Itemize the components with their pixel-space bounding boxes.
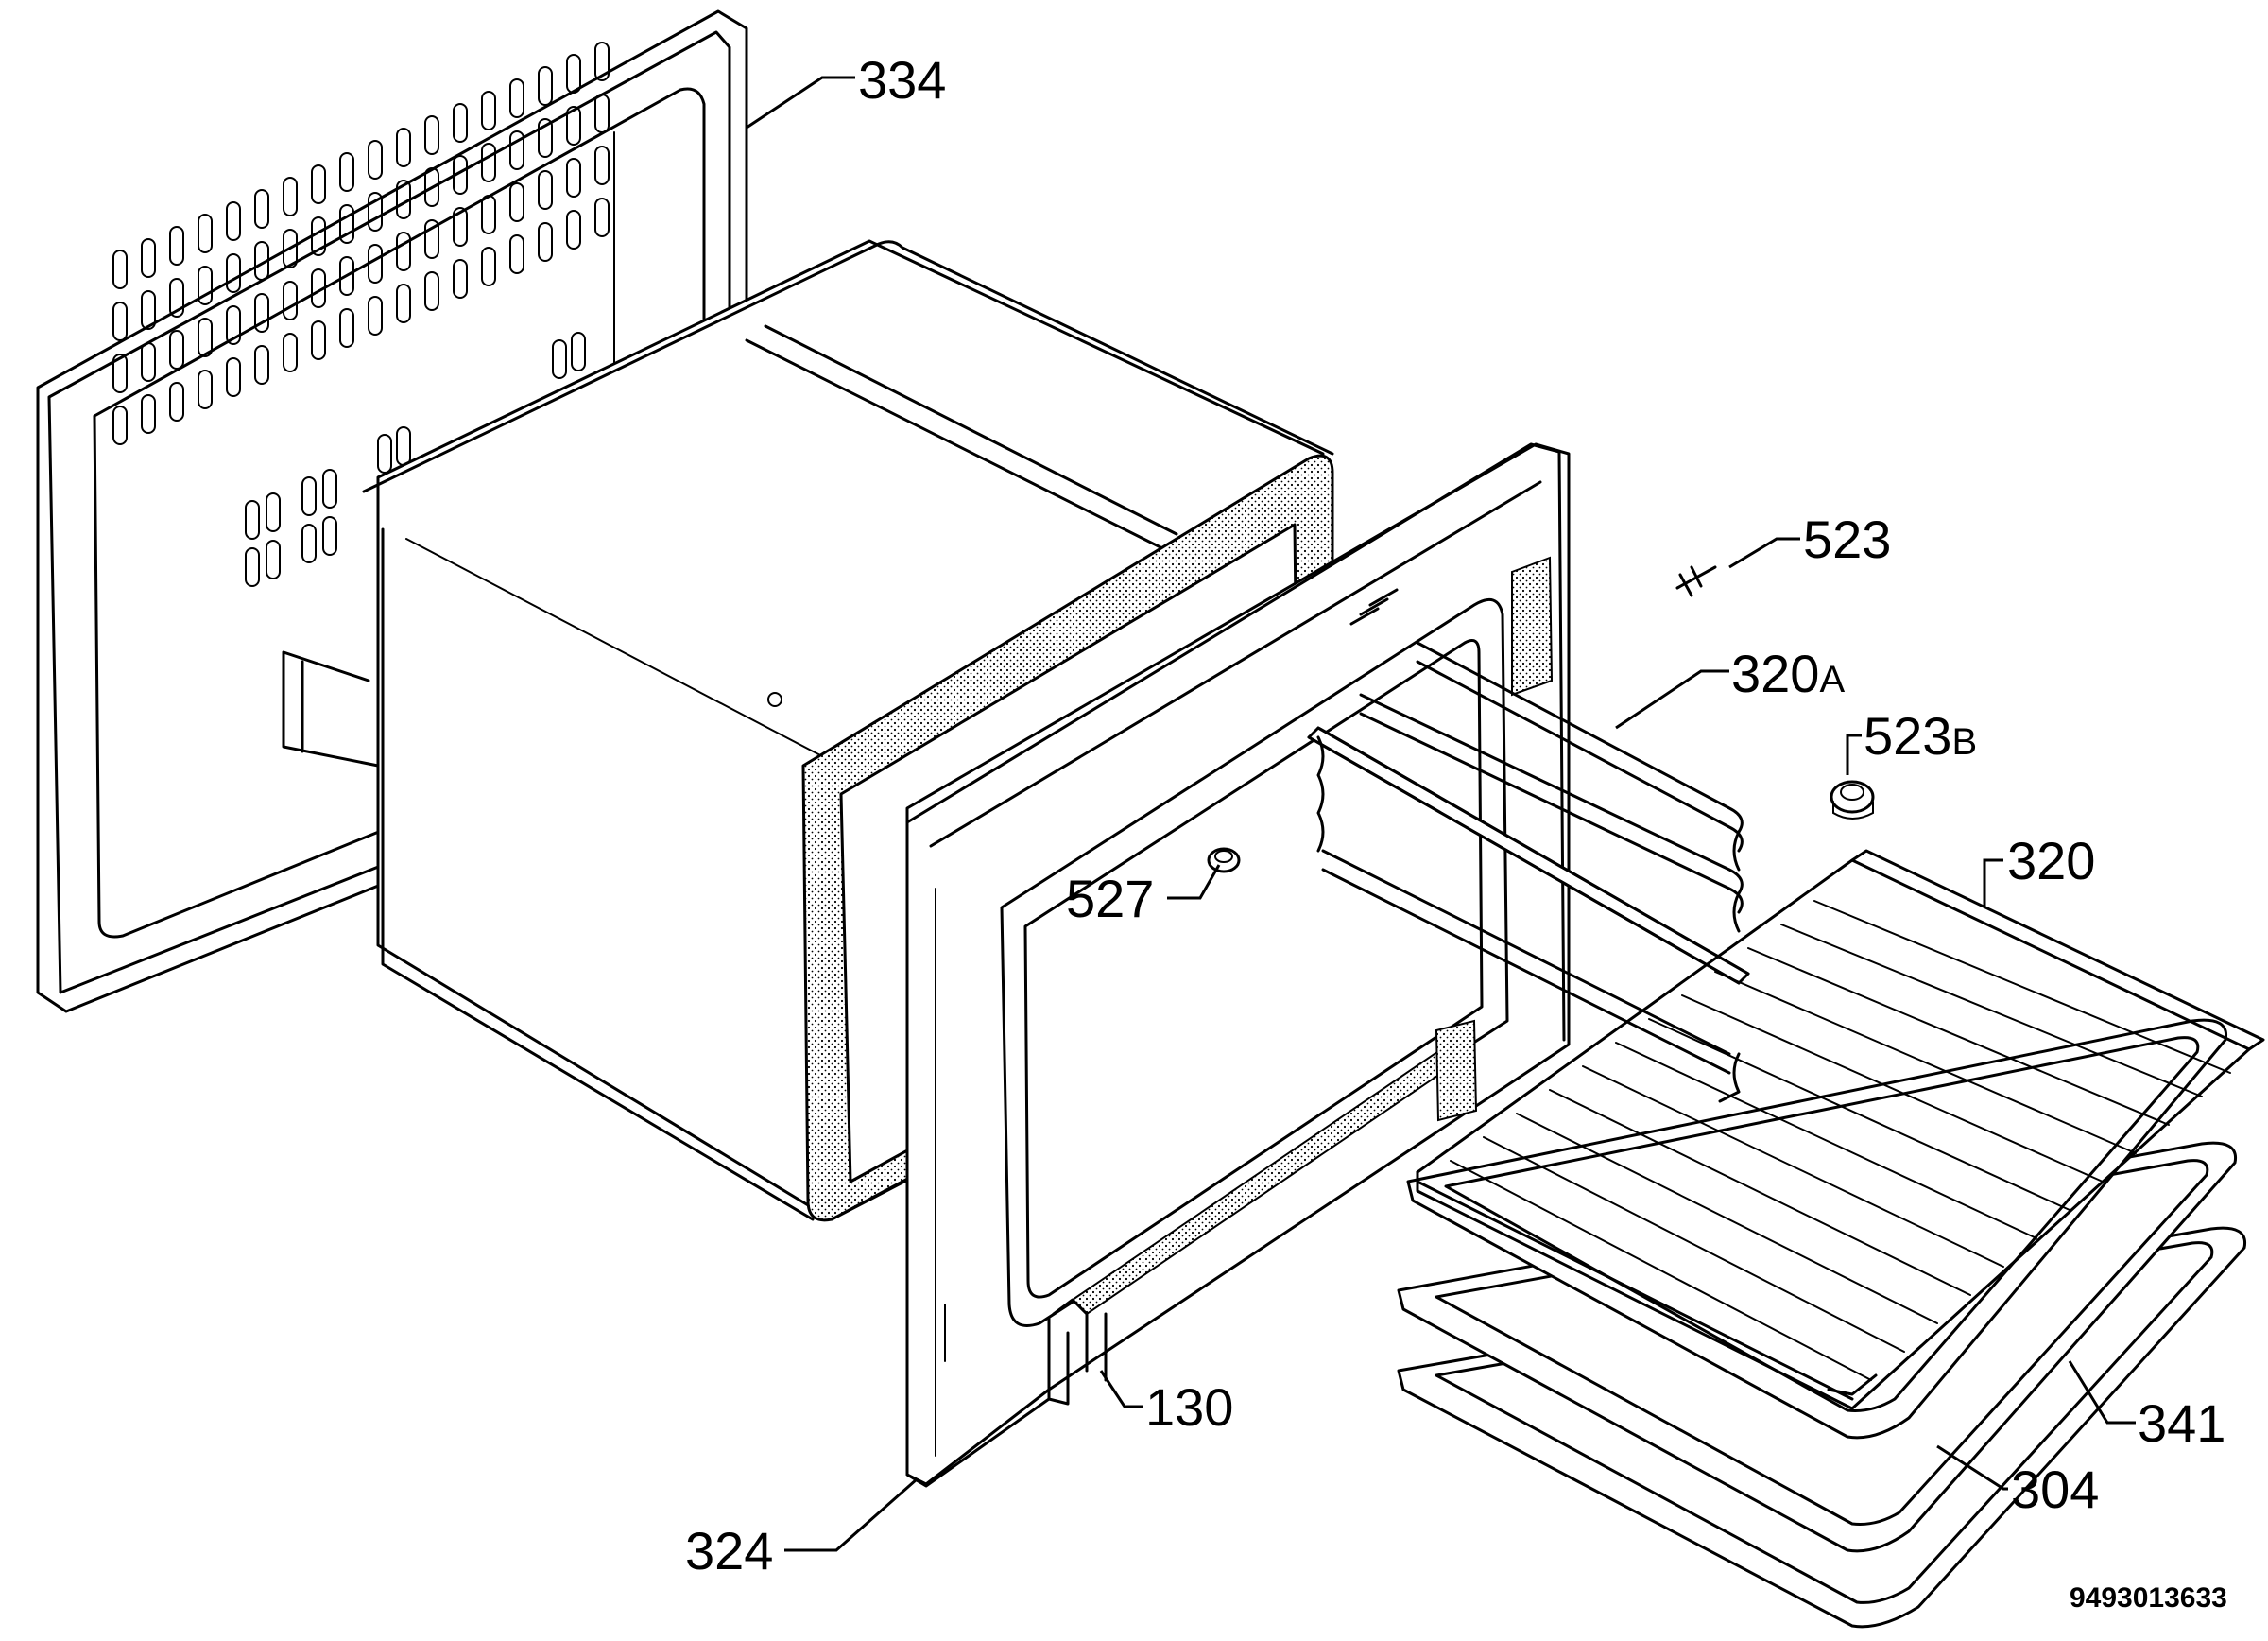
ventilation-slots: [112, 42, 610, 587]
part-wire-shelf-320: [1406, 849, 2265, 1440]
part-screw-523: [1675, 565, 1717, 597]
callout-320a: 320A: [1731, 644, 1845, 703]
part-screw-527: [1207, 847, 1241, 873]
callout-523b: 523B: [1864, 706, 1977, 766]
callout-304: 304: [2011, 1460, 2099, 1519]
callout-341: 341: [2138, 1393, 2225, 1453]
part-side-shelf-runners: [1307, 641, 1750, 1103]
part-bottom-seal-strip: [1047, 1019, 1478, 1406]
part-bush-523b: [1830, 780, 1875, 820]
callout-130: 130: [1145, 1377, 1233, 1437]
document-number: 9493013633: [2070, 1582, 2227, 1614]
callout-334: 334: [858, 50, 946, 110]
callout-324: 324: [685, 1521, 773, 1581]
callout-523: 523: [1803, 510, 1891, 569]
part-front-oven-frame: [905, 442, 1571, 1488]
callout-320: 320: [2007, 831, 2095, 890]
leader-lines: [746, 76, 2136, 1552]
callout-527: 527: [1066, 869, 1154, 928]
callout-labels: 334 523 320A 523B 320 527 130 341 304 32…: [685, 50, 2225, 1581]
